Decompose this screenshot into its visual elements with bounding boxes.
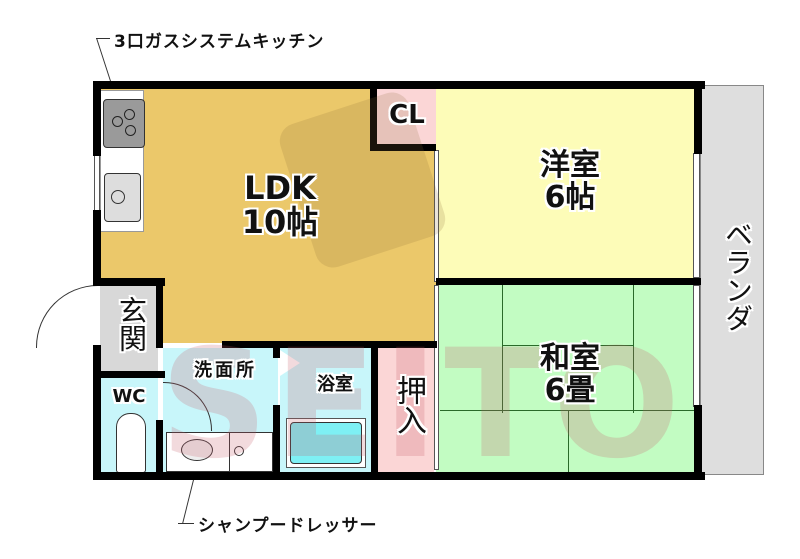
room-closet	[376, 88, 436, 150]
wall	[694, 405, 702, 480]
room-entrance	[100, 285, 158, 373]
tatami-line	[502, 285, 503, 413]
closet-label: CL	[389, 100, 425, 130]
wall	[93, 472, 705, 480]
dresser-annotation: シャンプードレッサー	[198, 516, 378, 536]
ldk-label: LDK 10帖	[220, 169, 340, 241]
wall	[370, 81, 377, 151]
wall	[93, 210, 101, 285]
toilet-icon	[116, 413, 146, 473]
wall	[93, 278, 165, 286]
kitchen-leader-tick	[96, 38, 110, 39]
japanese-size: 6畳	[544, 372, 596, 408]
wall	[93, 371, 165, 378]
window	[693, 285, 700, 407]
wall	[371, 341, 378, 476]
tatami-line	[633, 285, 634, 413]
wall	[222, 341, 437, 348]
wall	[156, 278, 163, 348]
gas-stove-icon	[103, 99, 145, 148]
wall	[156, 420, 163, 475]
japanese-name: 和室	[540, 341, 600, 376]
washroom-label: 洗面所	[194, 360, 257, 381]
sink-icon	[104, 173, 141, 222]
room-western	[436, 88, 698, 281]
washing-machine-space	[229, 432, 273, 472]
window	[94, 155, 100, 211]
japanese-label: 和室 6畳	[510, 343, 630, 406]
wall	[93, 81, 101, 156]
wall	[93, 81, 705, 89]
wall	[273, 405, 280, 475]
kitchen-annotation: 3口ガスシステムキッチン	[114, 32, 325, 52]
toilet-label: WC	[112, 386, 146, 407]
veranda-label: ベランダ	[721, 220, 754, 332]
entrance-label: 玄関	[115, 296, 148, 352]
tatami-line	[502, 345, 633, 346]
dresser-leader-tick	[178, 523, 194, 524]
bath-door-triangle	[280, 350, 300, 376]
wall	[436, 278, 701, 285]
western-name: 洋室	[540, 148, 600, 183]
bathroom-label: 浴室	[317, 374, 353, 395]
window	[693, 153, 700, 278]
western-size: 6帖	[544, 179, 596, 215]
tatami-line	[568, 410, 569, 473]
wall	[93, 345, 101, 480]
ldk-name: LDK	[244, 169, 316, 207]
entrance-door-icon	[36, 285, 99, 348]
veranda	[700, 85, 764, 475]
sliding-door	[434, 285, 439, 470]
western-label: 洋室 6帖	[510, 150, 630, 213]
room-oshiire	[377, 348, 434, 473]
ldk-size: 10帖	[241, 202, 319, 241]
wall	[694, 81, 702, 154]
oshiire-label: 押入	[391, 375, 426, 435]
bathtub-icon	[286, 418, 366, 468]
watermark-text: SEITO	[160, 318, 687, 492]
wall	[370, 144, 436, 151]
shampoo-dresser-icon	[166, 432, 230, 472]
wall	[273, 348, 280, 358]
room-japanese	[436, 285, 698, 473]
